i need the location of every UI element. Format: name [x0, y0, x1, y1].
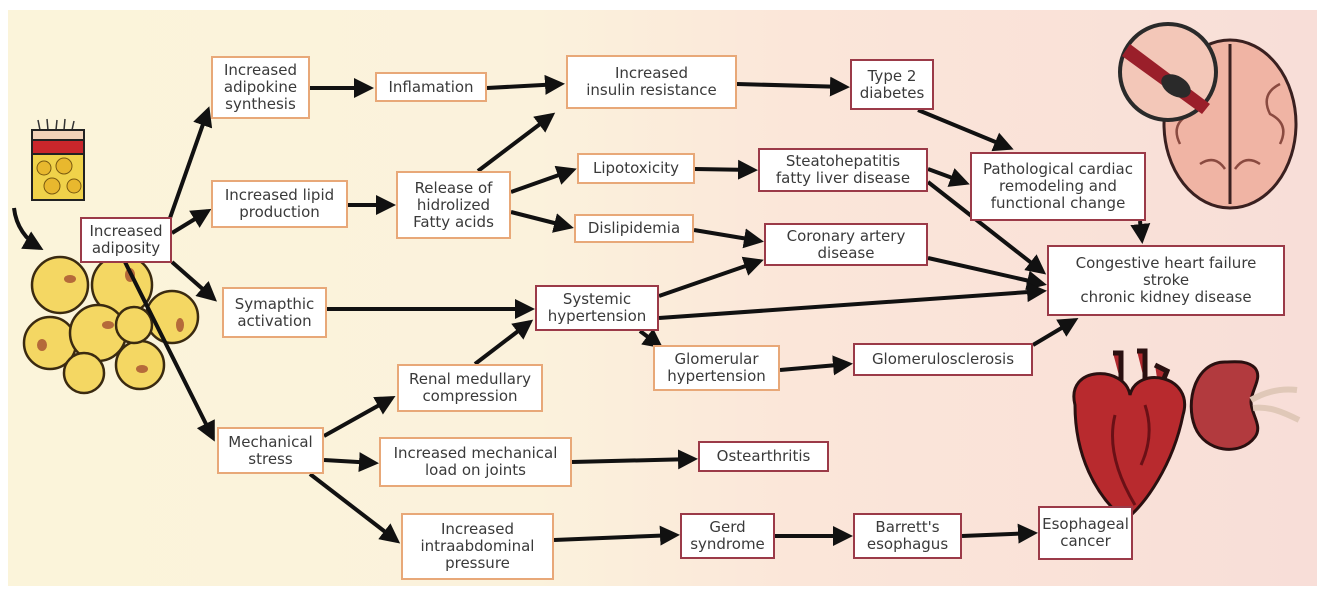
node-systemic-hypertension: Systemic hypertension	[535, 285, 659, 331]
node-increased-insulin-resistance: Increased insulin resistance	[566, 55, 737, 109]
node-esophageal-cancer: Esophageal cancer	[1038, 506, 1133, 560]
node-steatohepatitis-fatty-liver-disease: Steatohepatitis fatty liver disease	[758, 148, 928, 192]
node-mechanical-stress: Mechanical stress	[217, 427, 324, 474]
node-renal-medullary-compression: Renal medullary compression	[397, 364, 543, 412]
hair-strokes	[37, 118, 75, 131]
node-inflamation: Inflamation	[375, 72, 487, 102]
node-increased-lipid-production: Increased lipid production	[211, 180, 348, 228]
node-dislipidemia: Dislipidemia	[574, 214, 694, 243]
node-release-of-hidrolized-fatty-acids: Release of hidrolized Fatty acids	[396, 171, 511, 239]
node-ostearthritis: Ostearthritis	[698, 441, 829, 472]
node-increased-mechanical-load-on-joints: Increased mechanical load on joints	[379, 437, 572, 487]
node-glomerular-hypertension: Glomerular hypertension	[653, 345, 780, 391]
fat-cells-illustration	[22, 255, 200, 395]
node-increased-adiposity: Increased adiposity	[80, 217, 172, 263]
node-type-2-diabetes: Type 2 diabetes	[850, 59, 934, 110]
node-gerd-syndrome: Gerd syndrome	[680, 513, 775, 559]
node-increased-adipokine-synthesis: Increased adipokine synthesis	[211, 56, 310, 119]
node-barretts-esophagus: Barrett's esophagus	[853, 513, 962, 559]
node-coronary-artery-disease: Coronary artery disease	[764, 223, 928, 266]
brain-illustration	[1118, 22, 1298, 210]
node-pathological-cardiac-remodeling: Pathological cardiac remodeling and func…	[970, 152, 1146, 221]
skin-layer-illustration	[31, 118, 85, 201]
node-lipotoxicity: Lipotoxicity	[577, 153, 695, 184]
kidney-illustration	[1189, 360, 1301, 451]
node-congestive-heart-failure-stroke-ckd: Congestive heart failure stroke chronic …	[1047, 245, 1285, 316]
node-increased-intraabdominal-pressure: Increased intraabdominal pressure	[401, 513, 554, 580]
node-glomerulosclerosis: Glomerulosclerosis	[853, 343, 1033, 376]
node-sympathetic-activation: Symapthic activation	[222, 287, 327, 338]
heart-illustration	[1072, 348, 1187, 522]
